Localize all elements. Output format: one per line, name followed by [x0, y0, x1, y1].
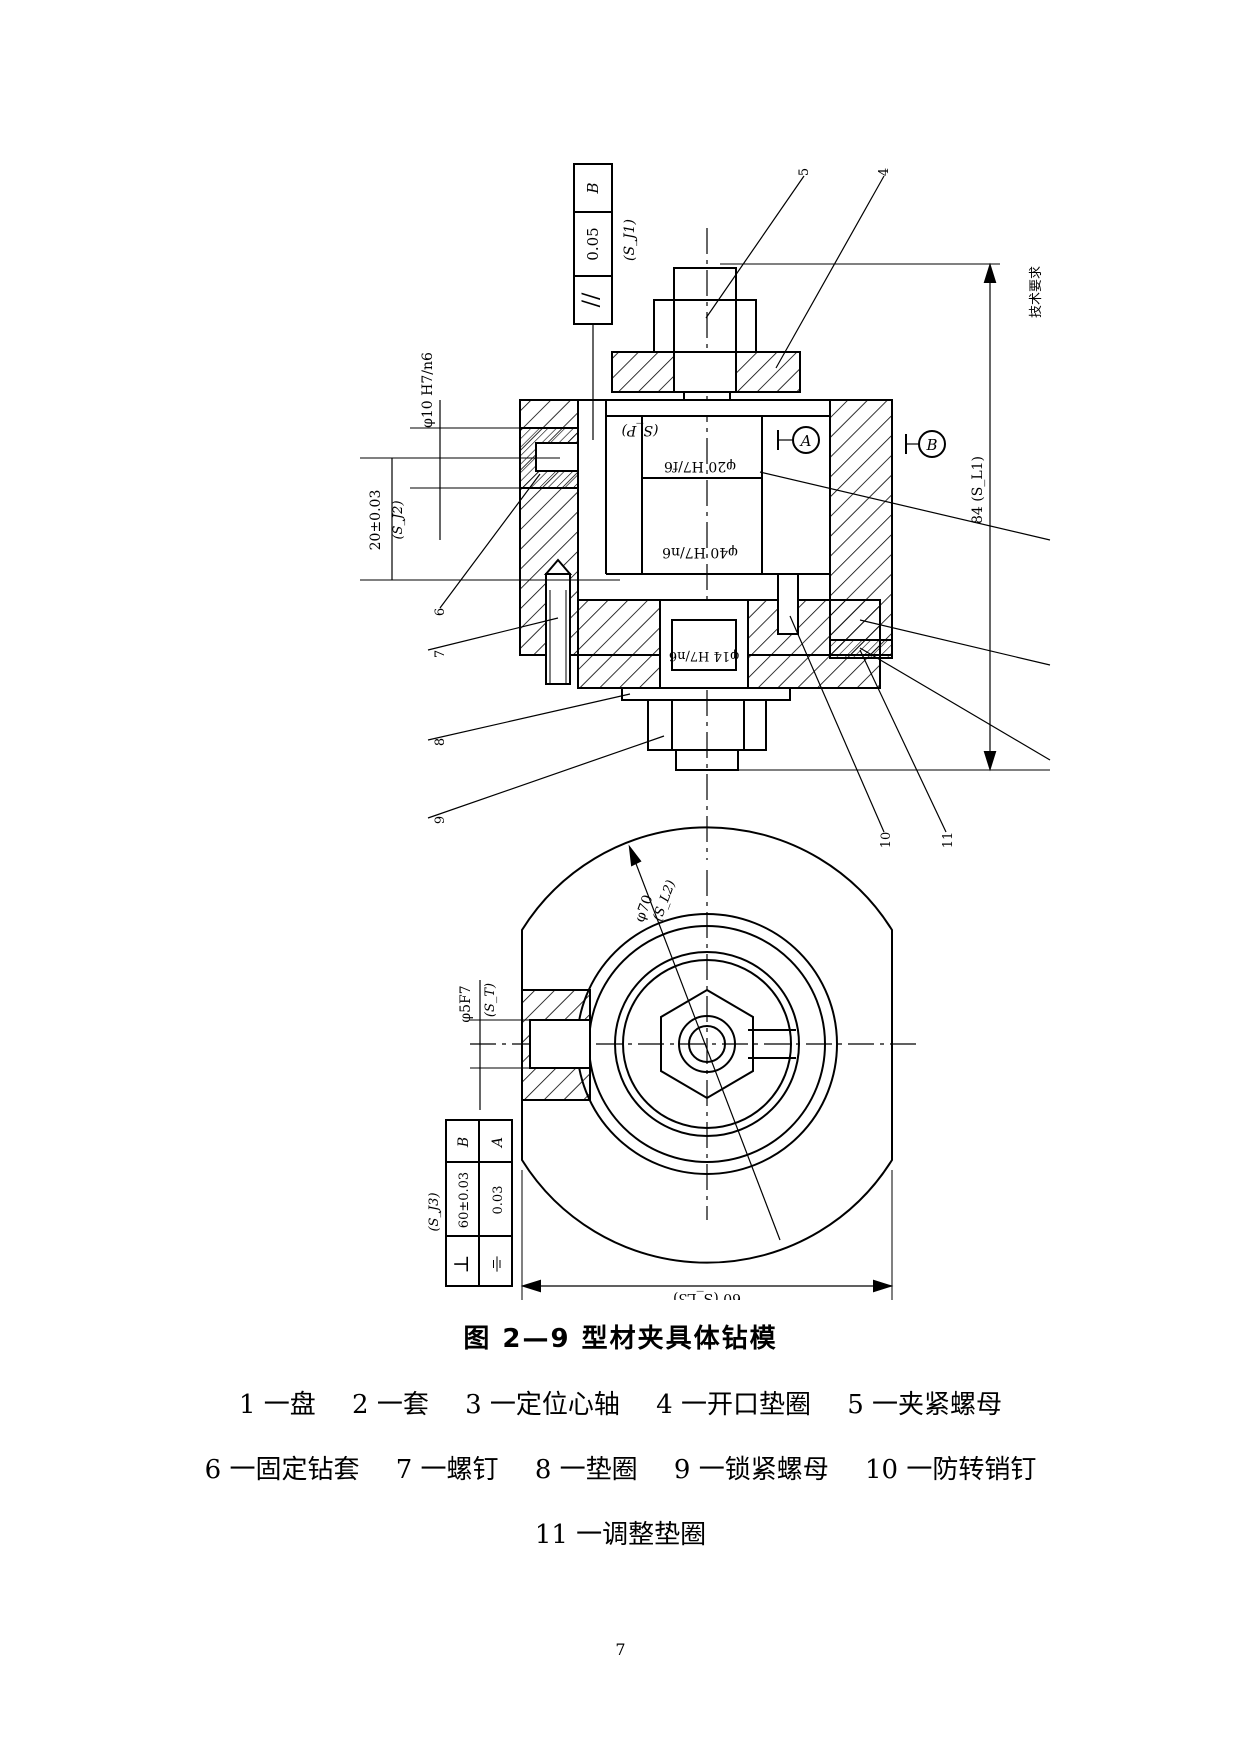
legend-item: 5 一夹紧螺母 [847, 1390, 1003, 1420]
legend-line-1: 1 一盘 2 一套 3 一定位心轴 4 一开口垫圈 5 一夹紧螺母 [0, 1384, 1241, 1421]
dim-84: 84 (S_L1) [970, 456, 986, 524]
legend-item: 9 一锁紧螺母 [673, 1455, 829, 1485]
legend-item: 3 一定位心轴 [465, 1390, 620, 1420]
tol-bottom-r2-datum: A [490, 1137, 506, 1149]
legend-line-3: 11 一调整垫圈 [0, 1514, 1241, 1551]
legend-item: 6 一固定钻套 [204, 1455, 360, 1485]
hex-nut-plan [660, 988, 754, 1100]
legend-item: 2 一套 [352, 1390, 429, 1420]
datum-b-label: B [925, 436, 937, 454]
dim-20-ref: (S_J2) [391, 500, 406, 539]
datum-a-label: A [799, 432, 812, 450]
part-num-11: 11 [941, 832, 956, 849]
tol-top-symbol: // [579, 292, 604, 307]
part-num-7: 7 [433, 650, 448, 658]
dim-20: 20±0.03 [368, 490, 384, 551]
legend-item: 10 一防转销钉 [864, 1455, 1037, 1485]
tol-top-datum: B [584, 182, 602, 194]
part-num-5: 5 [797, 168, 812, 176]
dim-phi20: φ20 H7/f6 [664, 458, 736, 474]
dim-sp: (S_P) [622, 422, 659, 438]
legend-line-2: 6 一固定钻套 7 一螺钉 8 一垫圈 9 一锁紧螺母 10 一防转销钉 [0, 1449, 1241, 1486]
dim-phi5: φ5F7 [458, 985, 474, 1022]
tol-bottom-r2-sym: ⌯ [483, 1256, 507, 1272]
legend-item: 4 一开口垫圈 [656, 1390, 811, 1420]
dim-phi40: φ40 H7/n6 [662, 544, 738, 560]
tol-bottom-r1-datum: B [456, 1137, 472, 1148]
tol-bottom-r2-val: 0.03 [491, 1186, 506, 1215]
tol-bottom-r1-val: 60±0.03 [457, 1172, 472, 1228]
part-num-4: 4 [877, 168, 892, 176]
figure-caption: 图 2—9 型材夹具体钻模 [463, 1324, 778, 1354]
tol-top-value: 0.05 [584, 227, 602, 260]
legend-item: 11 一调整垫圈 [534, 1520, 707, 1550]
part-num-6: 6 [433, 608, 448, 616]
part-num-9: 9 [433, 816, 448, 824]
tol-bottom-r1-sym: ⊥ [449, 1255, 473, 1274]
drill-jig-drawing: 技术要求 // 0.05 B (S_J1) φ10 H7/n6 20±0.03 … [360, 163, 1051, 1300]
nut-top [673, 267, 737, 301]
legend-item: 8 一垫圈 [534, 1455, 638, 1485]
dim-bore-top: φ10 H7/n6 [420, 352, 436, 428]
dim-phi14: φ14 H7/n6 [669, 648, 739, 663]
dim-phi5-ref: (S_T) [483, 983, 498, 1017]
disk-outline [521, 826, 893, 1264]
part-num-8: 8 [433, 738, 448, 746]
washer-8 [621, 687, 791, 701]
legend-item: 1 一盘 [238, 1390, 316, 1420]
tol-bottom-ref: (S_J3) [427, 1192, 442, 1231]
nut-main [653, 299, 757, 353]
ring-inner [614, 951, 800, 1137]
part-num-10: 10 [879, 832, 894, 849]
pin-10 [777, 573, 799, 635]
tol-top-ref: (S_J1) [622, 219, 638, 261]
tech-req-label: 技术要求 [1029, 266, 1044, 318]
dim-60: 60 (S_L3) [673, 1290, 741, 1300]
page-number: 7 [615, 1640, 626, 1659]
legend-item: 7 一螺钉 [395, 1455, 499, 1485]
